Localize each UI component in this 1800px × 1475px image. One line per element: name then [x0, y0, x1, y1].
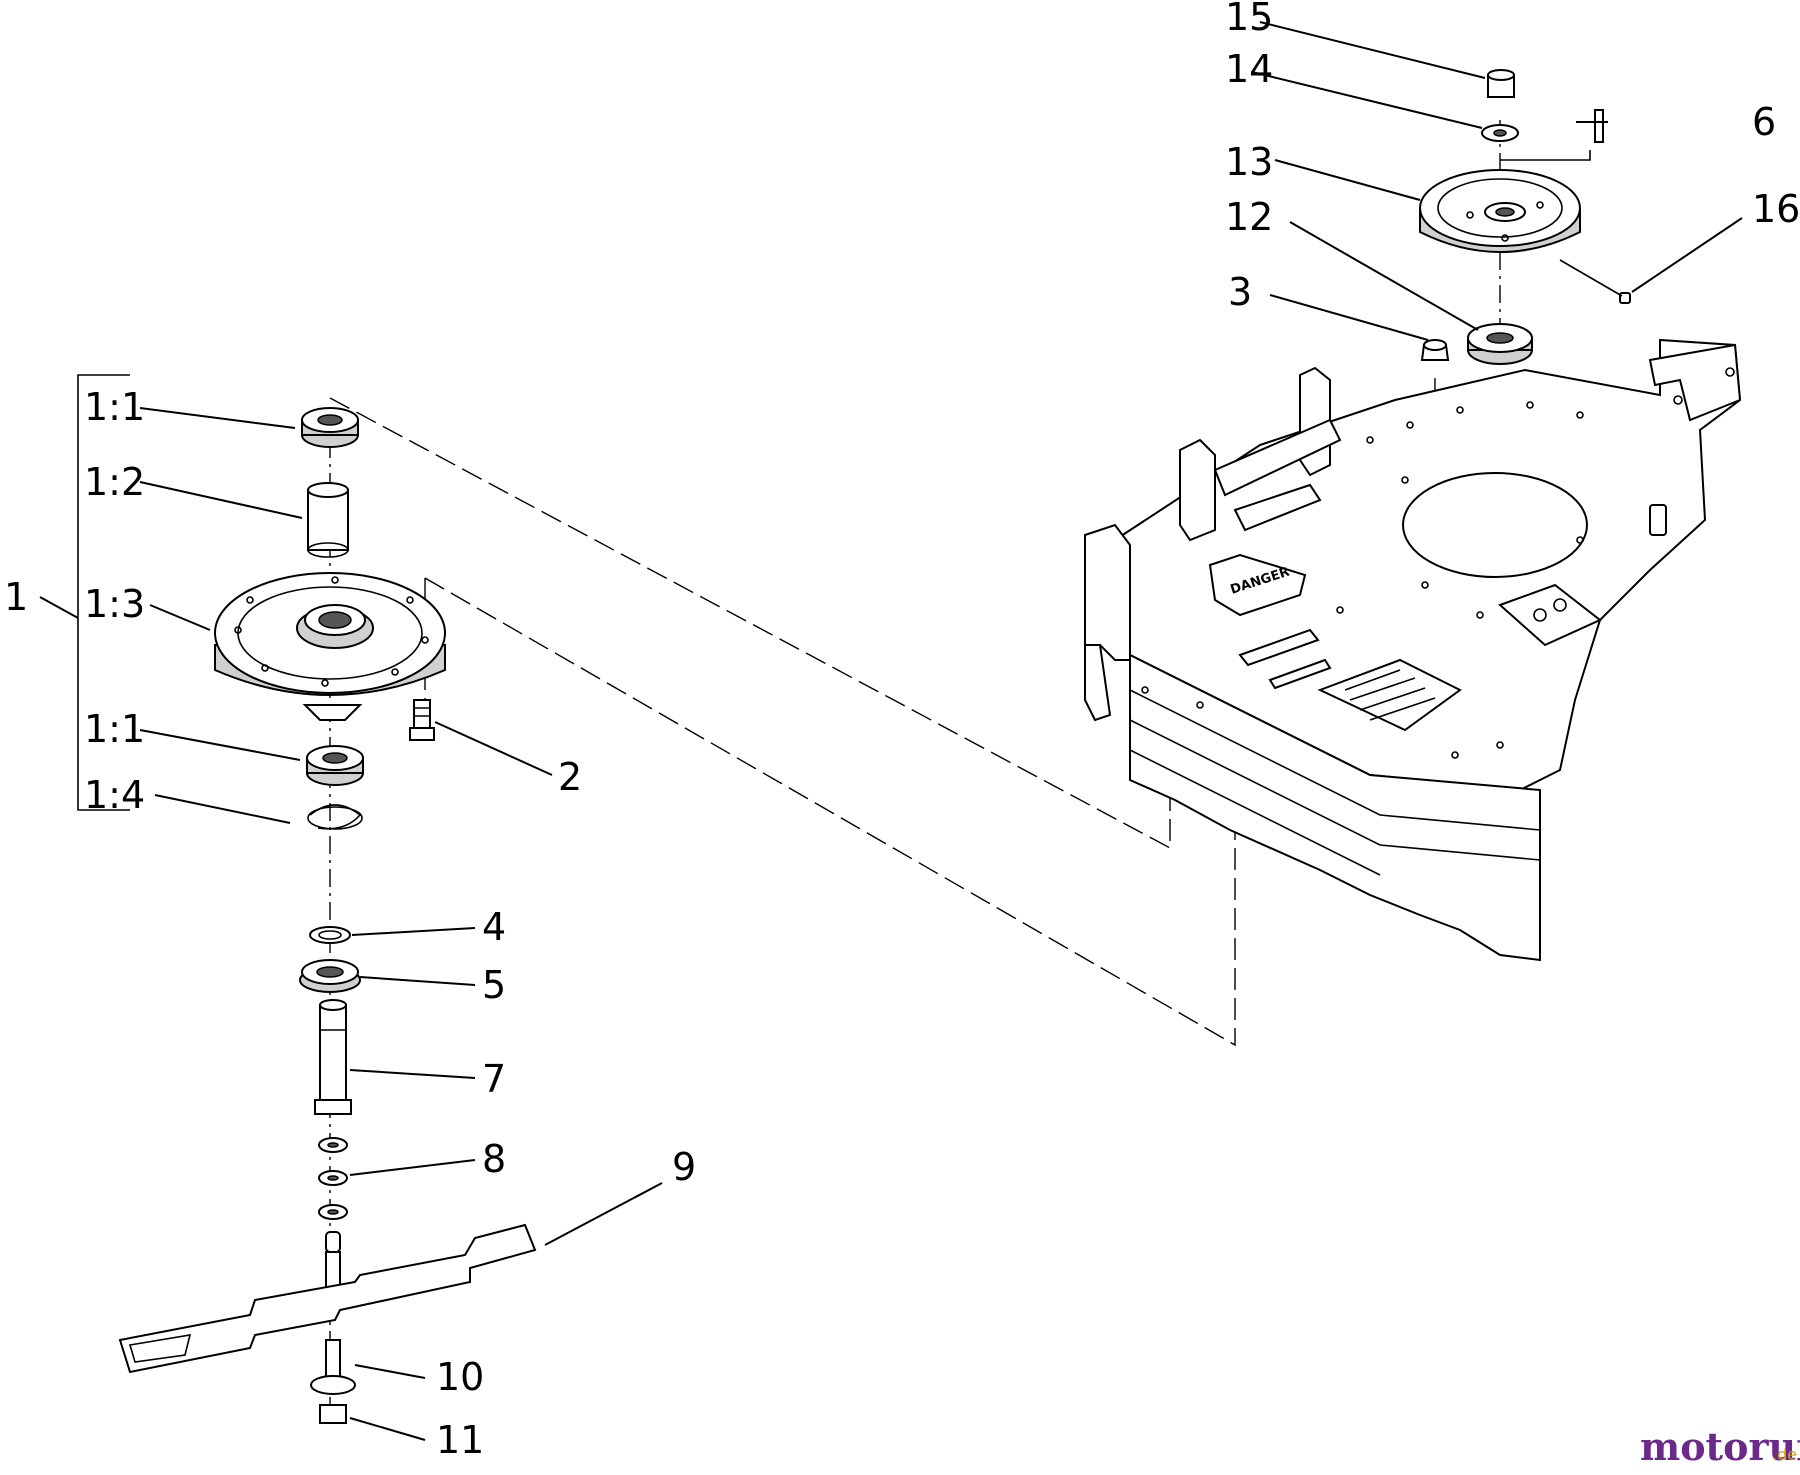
danger-decal [1208, 553, 1307, 617]
seal-5 [299, 959, 361, 993]
upper-bearing [301, 407, 359, 448]
callout-13: 13 [1225, 140, 1273, 184]
deck-right-bracket [1648, 343, 1742, 422]
spacer-tube [307, 482, 349, 558]
callout-8: 8 [482, 1137, 506, 1181]
callout-11: 11 [436, 1418, 484, 1462]
nut-3 [1420, 339, 1450, 361]
callout-6: 6 [1752, 100, 1776, 144]
lower-bearing [306, 745, 364, 786]
housing-bolt [409, 699, 435, 741]
callout-16: 16 [1752, 187, 1800, 231]
callout-15: 15 [1225, 0, 1273, 39]
deck-front-skirt [1129, 653, 1541, 962]
blade-stud-upper [325, 1231, 341, 1253]
callout-1-1-lower: 1:1 [84, 707, 145, 751]
nut-15 [1487, 69, 1515, 98]
callout-14: 14 [1225, 47, 1273, 91]
washer-4 [309, 926, 351, 944]
mower-deck: DANGER [1084, 338, 1742, 962]
mower-blade [118, 1223, 537, 1374]
height-decal [1238, 628, 1320, 667]
deck-hanger-bracket-left [1179, 438, 1216, 542]
callout-9: 9 [672, 1145, 696, 1189]
site-watermark: motoruf .de [1640, 1424, 1800, 1469]
callout-1-1-upper: 1:1 [84, 385, 145, 429]
snap-ring [307, 804, 363, 830]
set-screw-16 [1619, 292, 1631, 304]
pulley-stack [1419, 69, 1631, 365]
spindle-shaft [314, 999, 352, 1115]
callout-7: 7 [482, 1057, 506, 1101]
drive-pulley-13 [1419, 169, 1581, 253]
washers-8 [318, 1137, 348, 1220]
callout-4: 4 [482, 905, 506, 949]
callout-12: 12 [1225, 195, 1273, 239]
warning-decal-right [1498, 583, 1602, 647]
serial-plate [1317, 658, 1462, 732]
watermark-brand: motoruf [1640, 1424, 1800, 1469]
watermark-tld: .de [1772, 1445, 1797, 1464]
callout-3: 3 [1228, 270, 1252, 314]
blade-bolt-11 [319, 1404, 347, 1424]
blade-washer-10 [310, 1375, 356, 1395]
deck-stud [1649, 504, 1667, 536]
pulley-spacer-12 [1467, 323, 1533, 365]
callout-10: 10 [436, 1355, 484, 1399]
assembly-1-bracket [77, 374, 130, 811]
deck-bolt-holes [1141, 401, 1584, 759]
callout-2: 2 [558, 755, 582, 799]
spindle-assembly [77, 374, 537, 1424]
deck-left-bracket [1084, 523, 1131, 661]
spindle-opening [1402, 472, 1588, 578]
leader-lines [39, 21, 1743, 1441]
key-6 [1594, 109, 1604, 143]
callout-1-3: 1:3 [84, 582, 145, 626]
callout-5: 5 [482, 963, 506, 1007]
callout-1: 1 [4, 575, 28, 619]
callout-1-2: 1:2 [84, 460, 145, 504]
callout-labels: 1:1 1:2 1 1:3 1:1 1:4 2 3 4 5 6 7 8 9 10… [4, 0, 1800, 1462]
spindle-housing [214, 572, 446, 721]
callout-1-4: 1:4 [84, 773, 145, 817]
